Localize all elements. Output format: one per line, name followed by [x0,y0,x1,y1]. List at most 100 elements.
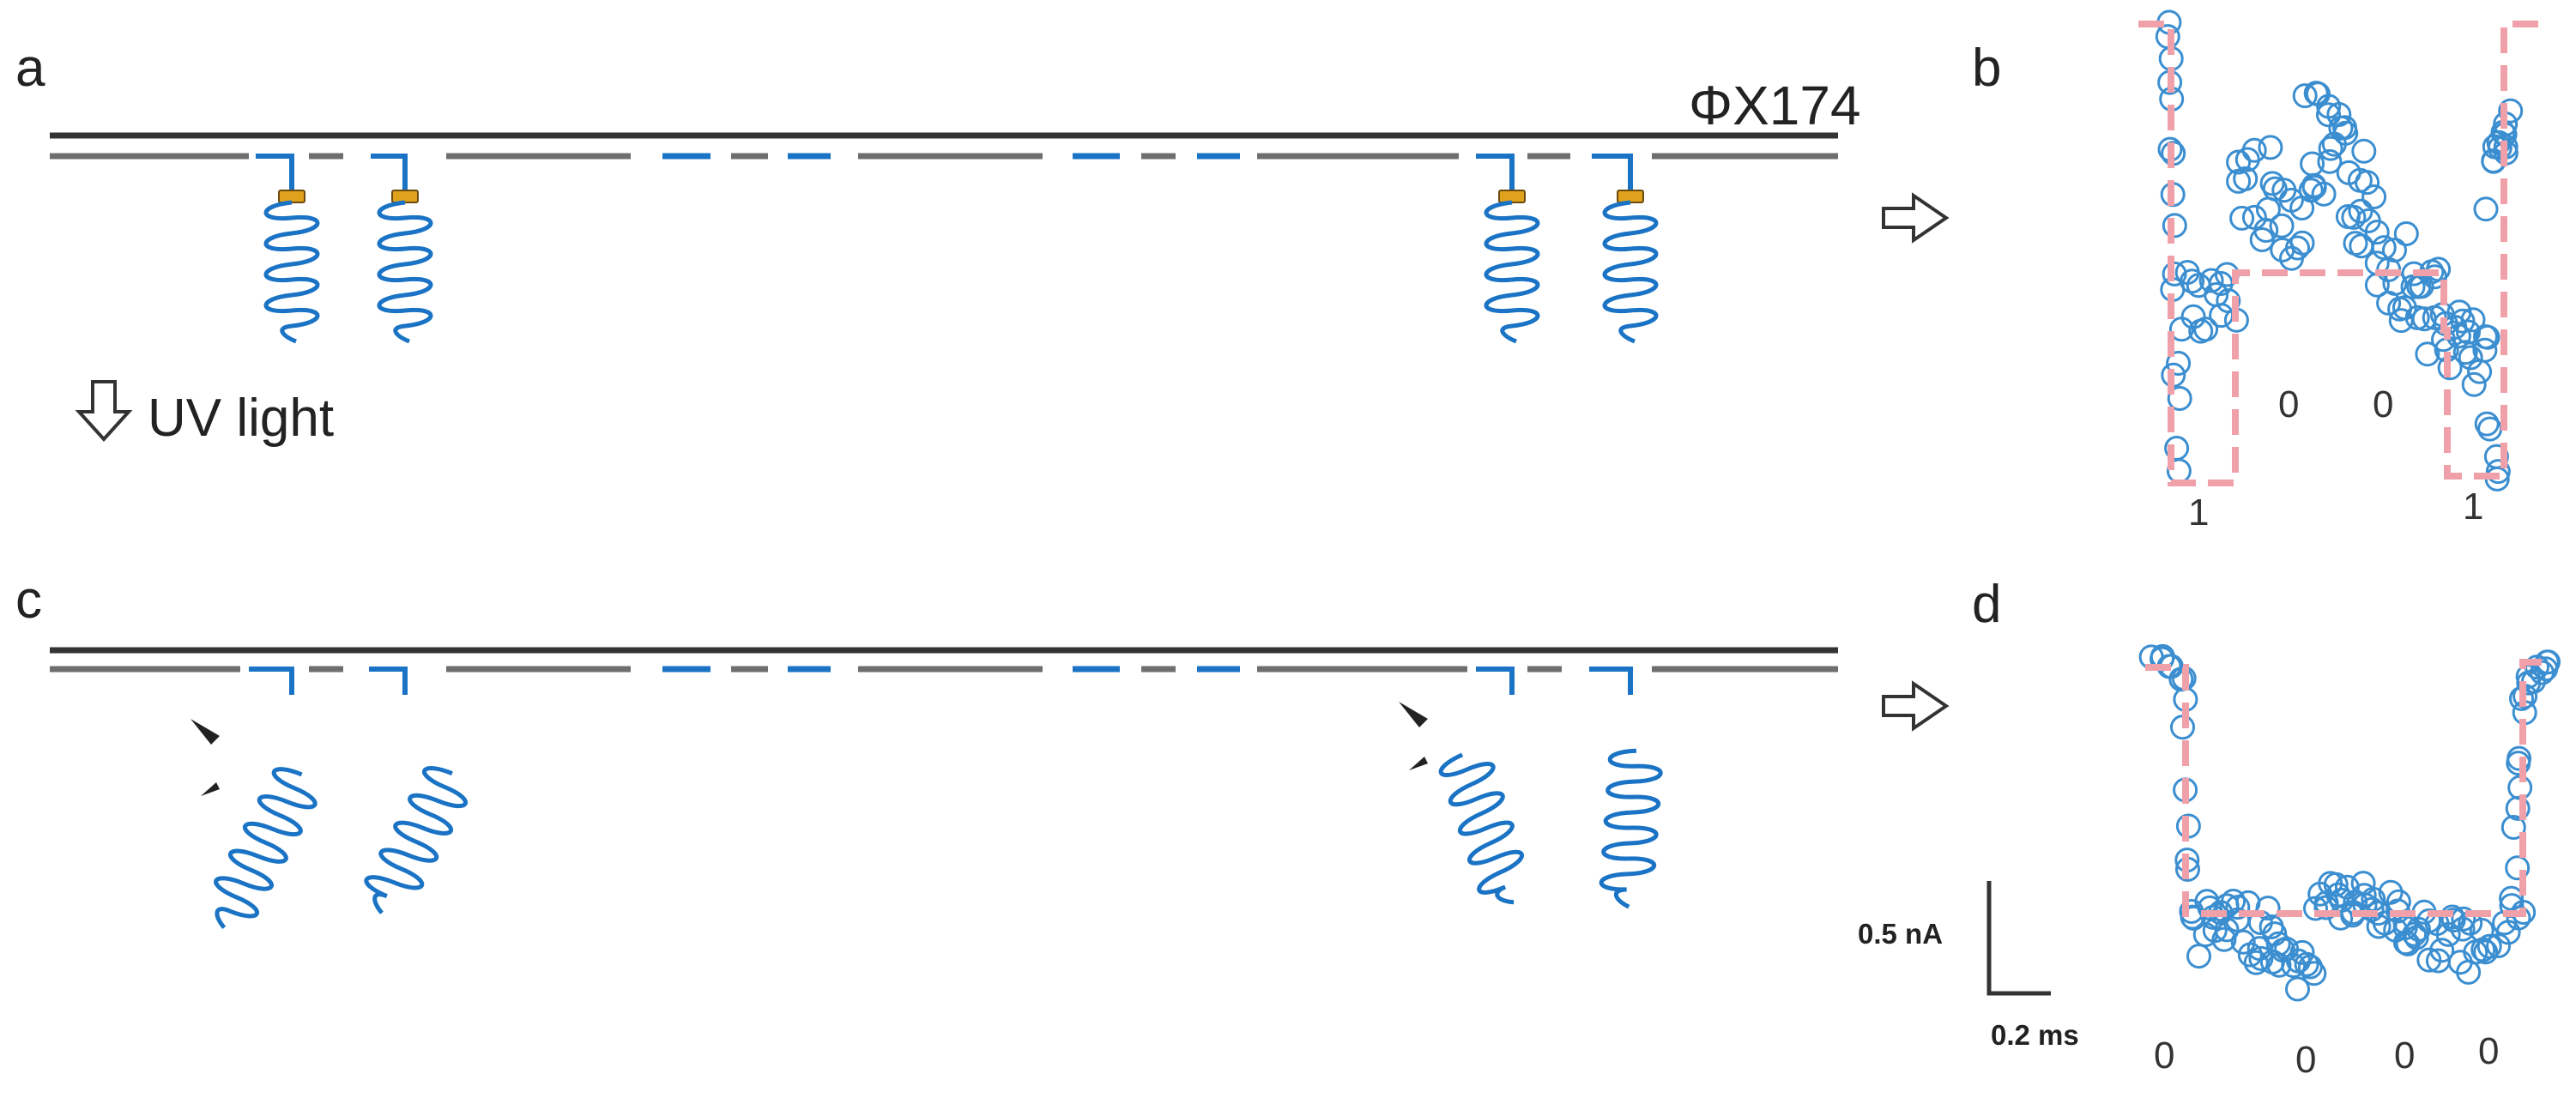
trace-d-sample [2451,906,2476,932]
trace-b-sample [2167,386,2192,411]
released-coil-3 [1438,752,1524,905]
trace-b-sample [2258,135,2283,160]
trace-b-sample [2452,340,2478,365]
panel-a-letter: a [15,39,45,98]
cleavage-marker-1-icon [190,719,220,745]
probe-a-3 [1476,154,1540,344]
trace-b-sample [2426,256,2452,282]
arrow-a-to-b-icon [1882,192,1950,244]
probe-a-1 [256,154,320,344]
trace-d-sample [2285,976,2310,1002]
trace-b-sample [2269,213,2295,238]
trace-b-sample [2348,198,2373,224]
trace-b-sample [2162,261,2187,287]
trace-b-level-3: 0 [2373,383,2393,425]
trace-d-sample [2450,916,2476,942]
arrow-c-to-d-icon [1882,680,1950,732]
trace-b-sample [2166,351,2192,376]
trace-d-sample [2230,929,2256,955]
trace-b-sample [2180,304,2206,329]
trace-d-level-3: 0 [2394,1035,2415,1077]
trace-b-sample [2461,371,2487,397]
photocleavable-tag [1617,190,1644,203]
hook-c-2 [369,667,408,695]
trace-d-sample [2294,951,2319,977]
trace-b-sample [2382,238,2407,263]
trace-b-sample [2317,148,2343,174]
trace-b-sample [2473,196,2499,222]
released-coil-4 [1599,748,1663,909]
trace-d-level-2: 0 [2295,1039,2316,1081]
trace-d-sample [2248,945,2274,971]
trace-d: 0 0 0 0 [2138,643,2561,1081]
trace-b-sample [2241,137,2267,163]
trace-d-sample [2186,944,2211,969]
hook-c-4 [1589,667,1633,695]
trace-b-sample [2229,205,2255,231]
trace-b-sample [2162,213,2187,238]
uv-arrow-icon [75,380,133,442]
trace-d-sample [2500,815,2526,840]
trace-b-sample [2456,319,2481,345]
trace-b-sample [2485,459,2511,485]
scale-bar-current: 0.5 nA [1858,918,1943,950]
trace-b: 1 0 0 1 [2138,9,2542,534]
trace-d-sample [2359,896,2385,922]
cleavage-marker-2b-icon [1409,757,1428,770]
trace-d-fit [2145,659,2550,917]
panel-c-dna [50,647,1838,929]
trace-b-sample [2311,181,2337,207]
cleavage-marker-1b-icon [201,782,220,796]
trace-d-sample [2289,939,2315,965]
uv-light-label: UV light [148,389,334,448]
trace-b-sample [2351,138,2377,164]
trace-b-sample [2316,102,2341,128]
panel-a-dna [50,132,1838,344]
trace-d-sample [2506,745,2532,771]
trace-d-sample [2221,889,2246,914]
trace-d-sample [2429,938,2455,963]
panel-b-letter: b [1972,39,2001,98]
trace-d-level-4: 0 [2478,1030,2499,1072]
trace-d-sample [2255,896,2281,921]
trace-b-sample [2262,176,2288,202]
trace-b-sample [2333,120,2359,146]
trace-d-sample [2202,918,2228,944]
trace-b-sample [2460,307,2486,333]
trace-b-level-4: 1 [2463,486,2483,528]
trace-b-sample [2298,178,2324,203]
trace-b-sample [2285,235,2310,261]
trace-b-sample [2415,341,2440,367]
trace-b-fit [2138,21,2542,486]
trace-b-sample [2193,317,2219,342]
hook-c-1 [249,667,294,695]
released-coil-1 [214,767,317,929]
scale-bar-time: 0.2 ms [1991,1019,2079,1051]
photocleavable-tag [278,190,305,203]
hook-c-3 [1476,667,1515,695]
trace-d-sample [2328,905,2354,931]
trace-b-sample [2289,230,2315,256]
trace-b-sample [2292,83,2318,109]
trace-b-points [2155,9,2524,492]
panel-c-letter: c [15,570,42,630]
panel-d-letter: d [1972,575,2001,634]
probe-a-2 [371,154,433,344]
trace-b-sample [2198,268,2224,293]
trace-d-sample [2301,961,2327,986]
trace-b-sample [2361,184,2387,209]
trace-d-sample [2402,921,2428,947]
trace-b-sample [2393,221,2419,246]
trace-b-sample [2318,136,2343,161]
trace-d-sample [2435,921,2461,947]
trace-b-level-2: 0 [2278,383,2299,425]
trace-d-sample [2506,905,2531,931]
trace-d-sample [2476,933,2502,959]
scale-bar: 0.5 nA 0.2 ms [1858,881,2079,1051]
genome-label: ΦX174 [1689,75,1861,136]
probe-a-4 [1592,154,1659,344]
trace-b-sample [2474,411,2500,437]
trace-b-sample [2341,204,2367,230]
trace-b-sample [2472,337,2498,363]
